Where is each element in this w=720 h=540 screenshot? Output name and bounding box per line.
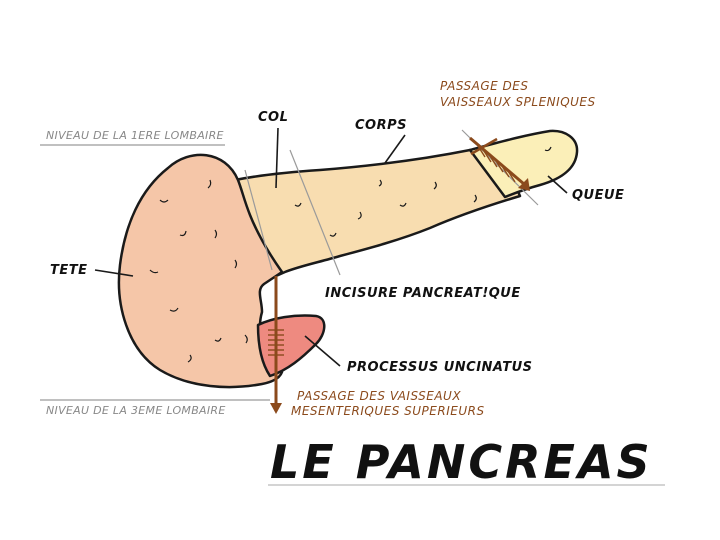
label-passage-spleniques-2: VAISSEAUX SPLENIQUES [440, 95, 596, 109]
label-corps: CORPS [355, 118, 407, 133]
label-processus: PROCESSUS UNCINATUS [347, 360, 533, 375]
uncinate-process [258, 315, 324, 376]
label-queue: QUEUE [572, 188, 624, 203]
label-incisure: INCISURE PANCREAT!QUE [325, 286, 521, 301]
label-niveau-3: NIVEAU DE LA 3EME LOMBAIRE [46, 404, 226, 417]
label-col: COL [258, 110, 288, 125]
label-passage-mesenteriques-1: PASSAGE DES VAISSEAUX [297, 389, 461, 403]
label-tete: TETE [50, 263, 88, 278]
label-niveau-1: NIVEAU DE LA 1ERE LOMBAIRE [46, 129, 224, 142]
label-passage-spleniques-1: PASSAGE DES [440, 79, 529, 93]
mesenteric-vessels [268, 276, 284, 414]
label-passage-mesenteriques-2: MESENTERIQUES SUPERIEURS [291, 404, 485, 418]
diagram-title: LE PANCREAS [270, 435, 653, 489]
